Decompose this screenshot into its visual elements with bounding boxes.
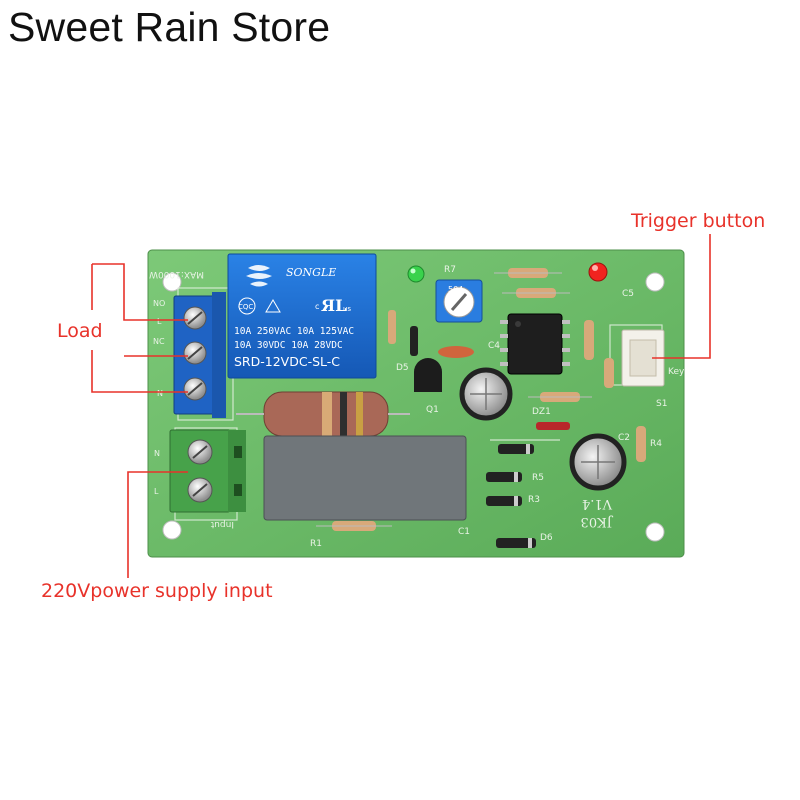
relay: SONGLE CQC c ЯL us 10A 250VAC 10A 125VAC…	[227, 253, 377, 379]
relay-rating-2: 10A 30VDC 10A 28VDC	[234, 340, 343, 351]
svg-text:S1: S1	[656, 399, 667, 409]
songle-logo-icon	[246, 265, 272, 287]
input-label: Input	[210, 519, 234, 529]
load-callout: Load	[57, 320, 103, 342]
key-connector	[621, 329, 665, 387]
max-power-label: MAX:1000W	[149, 269, 204, 279]
svg-text:NC: NC	[153, 337, 165, 346]
electrolytic-capacitor	[569, 433, 627, 491]
board-refs: R7 C5 C4 D5 Q1 DZ1 C2 R4 S1 Key R1 C1 R3…	[310, 265, 685, 549]
svg-text:C5: C5	[622, 289, 634, 299]
relay-cert-c: c	[315, 302, 319, 311]
board-version: V1.4	[582, 496, 613, 511]
svg-text:R7: R7	[444, 265, 456, 275]
board-model: JK03	[581, 514, 614, 529]
svg-text:N: N	[154, 449, 160, 458]
power-input-callout: 220Vpower supply input	[41, 580, 273, 602]
film-capacitor	[263, 435, 467, 521]
svg-text:R1: R1	[310, 539, 322, 549]
svg-text:R5: R5	[532, 473, 544, 483]
load-terminal-labels: NO L NC N	[153, 299, 165, 398]
svg-text:C2: C2	[618, 433, 630, 443]
svg-text:ЯL: ЯL	[321, 296, 346, 315]
store-title: Sweet Rain Store	[8, 4, 331, 50]
electrolytic-capacitor	[459, 367, 513, 421]
green-led	[407, 265, 425, 283]
small-resistors	[316, 268, 646, 531]
input-terminal-block	[169, 429, 246, 513]
svg-text:D5: D5	[396, 363, 409, 373]
relay-brand: SONGLE	[286, 266, 336, 279]
svg-text:R4: R4	[650, 439, 662, 449]
board-model-label: V1.4 JK03	[581, 496, 614, 529]
svg-text:C1: C1	[458, 527, 470, 537]
svg-text:D6: D6	[540, 533, 553, 543]
potentiometer: 504	[435, 279, 483, 323]
relay-model: SRD-12VDC-SL-C	[234, 354, 340, 369]
svg-text:DZ1: DZ1	[532, 407, 551, 417]
svg-text:R3: R3	[528, 495, 540, 505]
relay-cert-us: us	[343, 305, 351, 313]
svg-text:N: N	[157, 389, 163, 398]
ceramic-capacitor	[438, 346, 474, 358]
svg-text:Key: Key	[668, 367, 685, 377]
relay-cert-cqc: CQC	[238, 303, 253, 311]
input-terminal-labels: N L	[154, 449, 160, 496]
relay-rating-1: 10A 250VAC 10A 125VAC	[234, 326, 354, 337]
pot-value: 504	[448, 285, 463, 294]
trigger-button-callout: Trigger button	[631, 210, 766, 232]
svg-text:L: L	[154, 487, 159, 496]
svg-text:L: L	[157, 317, 162, 326]
transistor	[414, 358, 442, 392]
ic-chip	[500, 313, 570, 375]
callout-leaders	[91, 234, 711, 578]
load-terminal-block	[173, 292, 226, 418]
diodes	[410, 326, 570, 548]
red-led	[588, 262, 608, 282]
svg-text:NO: NO	[153, 299, 165, 308]
svg-text:C4: C4	[488, 341, 500, 351]
svg-text:Q1: Q1	[426, 405, 439, 415]
